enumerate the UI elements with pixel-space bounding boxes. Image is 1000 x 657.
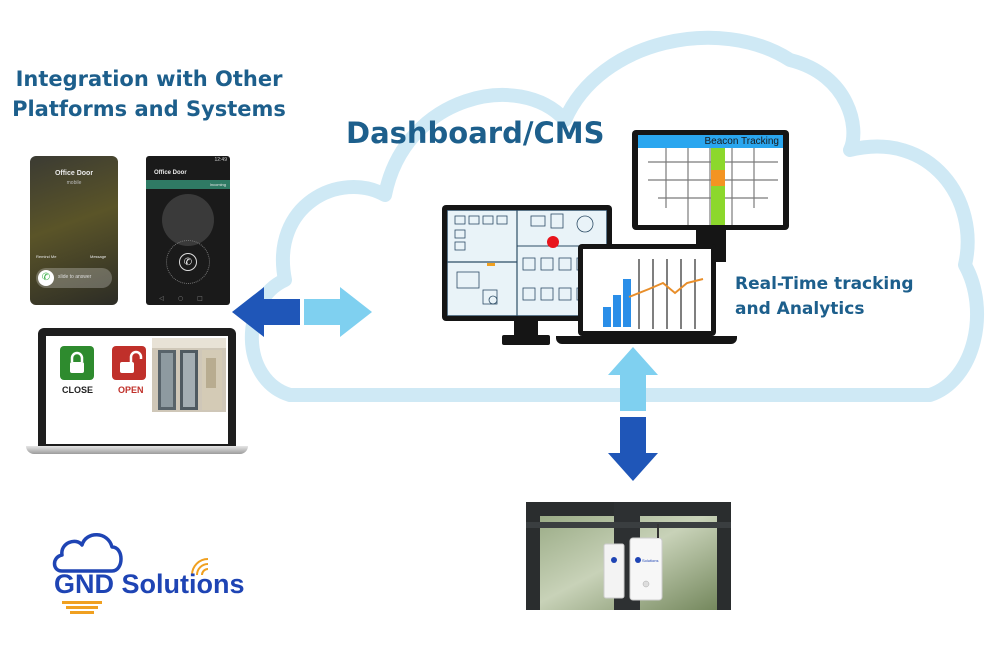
laptop-base [26,446,248,454]
analytics-chart [583,249,711,331]
answer-dial[interactable]: ✆ [166,240,210,284]
remind-me-label[interactable]: Remind Me [36,254,57,259]
integration-title-line1: Integration with Other [15,67,283,91]
phone-icon: ✆ [38,270,54,286]
brand-name-part1: GND [54,569,114,599]
wifi-icon [191,558,209,576]
phone-icon: ✆ [179,253,197,271]
close-label: CLOSE [62,385,94,395]
floorplan-monitor-stand [514,321,538,337]
slide-to-answer-bar[interactable]: ✆ slide to answer [36,268,112,288]
bidirectional-arrow-vertical [608,347,658,481]
sensor-brand-label: Solutions [642,558,658,563]
door-photo [152,338,226,412]
phone-clock: 12:49 [214,157,227,163]
analytics-laptop-base [556,336,737,344]
beacon-marker [547,236,559,248]
android-nav-bar: ◁○□ [159,295,217,302]
beacon-monitor-screen: Beacon Tracking [638,135,783,225]
tracking-caption-line1: Real-Time tracking [735,274,914,294]
caller-avatar [162,194,214,246]
brand-name: GND Solutions [54,569,245,600]
analytics-laptop [556,244,737,348]
arrow-down-icon [608,417,658,481]
incoming-status-text: Incoming [209,182,226,187]
incoming-status-bar: Incoming [146,180,230,189]
gnd-solutions-logo: GND Solutions [50,527,270,617]
tracking-caption: Real-Time tracking and Analytics [735,272,914,322]
arrow-right-icon [304,287,372,337]
message-label[interactable]: Message [90,254,107,259]
phone-ios-call-screen: Office Door mobile Remind Me Message ✆ s… [30,156,118,305]
open-lock-button[interactable] [112,346,146,380]
cloud-icon [52,533,123,573]
laptop-door-app: CLOSE OPEN [26,328,248,456]
laptop-screen: CLOSE OPEN [46,336,228,444]
open-label: OPEN [118,385,144,395]
unlock-icon [112,346,146,380]
close-lock-button[interactable] [60,346,94,380]
integration-title-line2: Platforms and Systems [12,97,286,121]
laptop-bezel: CLOSE OPEN [38,328,236,446]
phone-android-call-screen: 12:49 Office Door Incoming ✆ ◁○□ [146,156,230,305]
arrow-left-icon [232,287,300,337]
analytics-laptop-frame [578,244,716,336]
android-caller-name: Office Door [154,170,187,176]
bidirectional-arrow-horizontal [232,287,372,337]
phone-caller-subtitle: mobile [66,180,82,186]
floorplan-monitor-foot [502,335,550,345]
lock-icon [60,346,94,380]
tracking-caption-line2: and Analytics [735,299,865,319]
door-sensor-photo: Solutions [526,502,731,610]
phone-caller-name: Office Door [54,170,94,177]
arrow-up-icon [608,347,658,411]
integration-title: Integration with Other Platforms and Sys… [10,64,288,124]
beacon-grid [648,148,778,225]
brand-name-part2: Solutions [121,569,245,599]
logo-underline-bars [62,601,102,614]
slide-to-answer-text: slide to answer [58,274,92,280]
beacon-tracking-title: Beacon Tracking [704,136,780,147]
beacon-tracking-header: Beacon Tracking [638,135,783,148]
beacon-monitor-frame: Beacon Tracking [632,130,789,230]
dashboard-title: Dashboard/CMS [346,116,605,150]
